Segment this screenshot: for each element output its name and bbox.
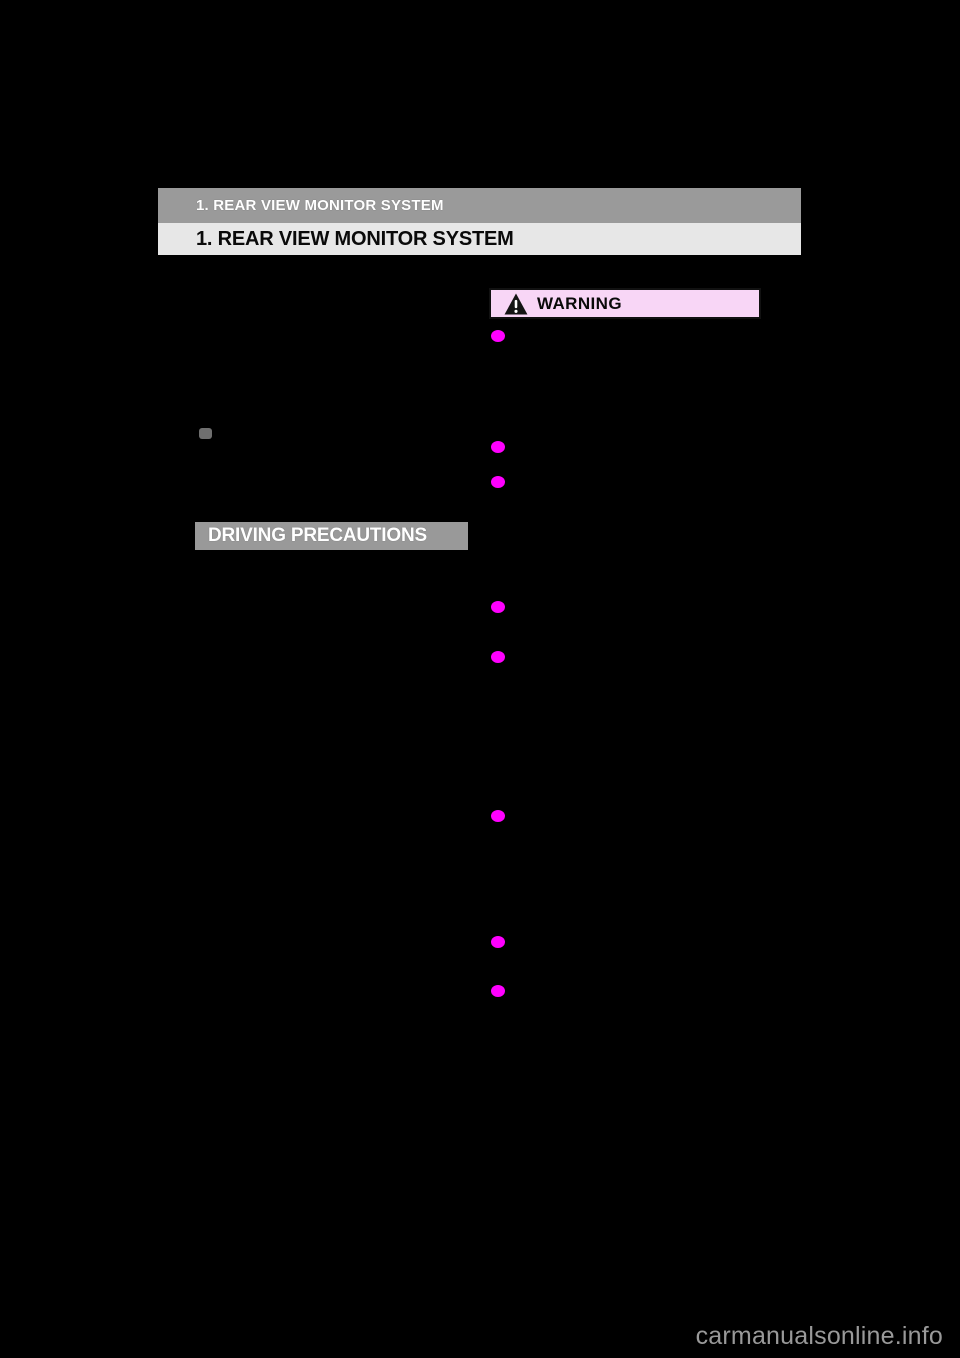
warning-label: WARNING xyxy=(537,293,622,313)
list-bullet xyxy=(491,601,505,613)
watermark: carmanualsonline.info xyxy=(695,1322,943,1350)
list-bullet xyxy=(491,651,505,663)
warning-banner: WARNING xyxy=(489,288,761,319)
list-bullet-gray xyxy=(199,428,212,439)
page-title: 1. REAR VIEW MONITOR SYSTEM xyxy=(196,227,514,250)
running-header-text: 1. REAR VIEW MONITOR SYSTEM xyxy=(196,197,444,214)
page-header: 1. REAR VIEW MONITOR SYSTEM 1. REAR VIEW… xyxy=(158,188,801,255)
list-bullet xyxy=(491,936,505,948)
section-header-driving-precautions: DRIVING PRECAUTIONS xyxy=(195,522,468,550)
running-header-bar: 1. REAR VIEW MONITOR SYSTEM xyxy=(158,188,801,223)
list-bullet xyxy=(491,985,505,997)
warning-triangle-icon xyxy=(504,292,528,315)
page-title-bar: 1. REAR VIEW MONITOR SYSTEM xyxy=(158,223,801,255)
section-header-label: DRIVING PRECAUTIONS xyxy=(208,525,427,546)
list-bullet xyxy=(491,810,505,822)
list-bullet xyxy=(491,476,505,488)
list-bullet xyxy=(491,330,505,342)
list-bullet xyxy=(491,441,505,453)
